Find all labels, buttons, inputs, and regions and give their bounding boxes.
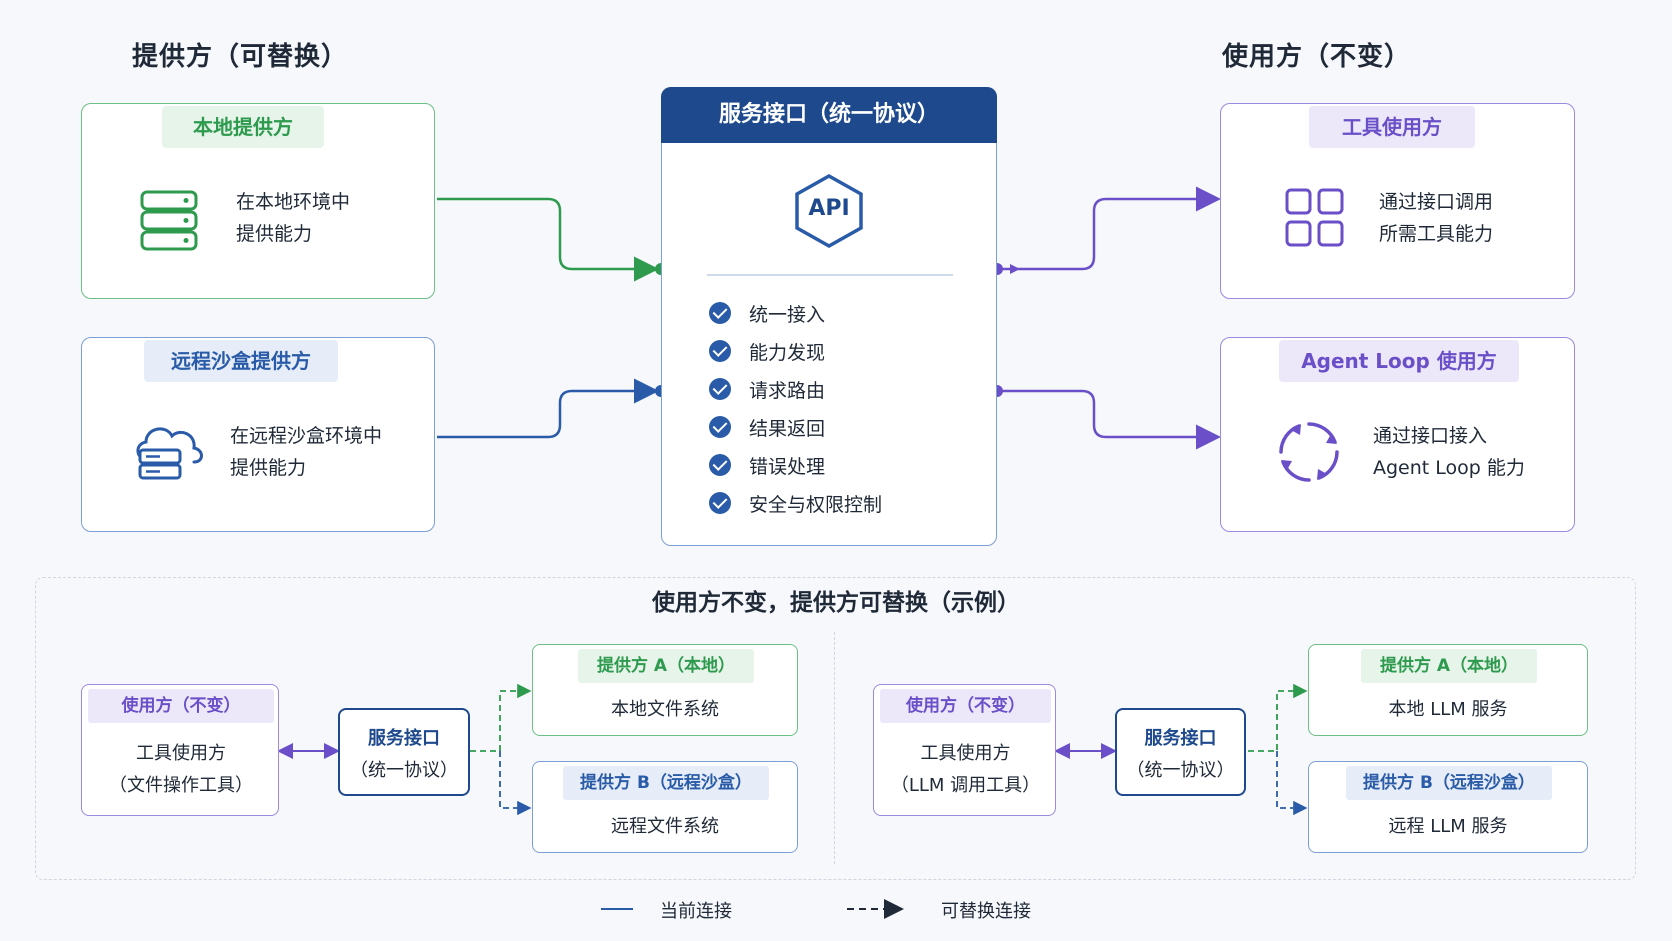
remote-provider-tag: 远程沙盒提供方 xyxy=(144,340,338,382)
example-left-provider-b: 提供方 B（远程沙盒） 远程文件系统 xyxy=(532,761,798,853)
example-right-provider-a-tag: 提供方 A（本地） xyxy=(1361,649,1537,683)
example-left-provider-b-text: 远程文件系统 xyxy=(611,816,719,837)
example-right-provider-a-text: 本地 LLM 服务 xyxy=(1388,699,1508,720)
example-left-service: 服务接口 （统一协议） xyxy=(338,708,470,796)
local-provider-line1: 在本地环境中 xyxy=(236,191,351,213)
example-divider xyxy=(834,632,835,864)
check-circle-icon xyxy=(709,378,731,400)
remote-provider-line2: 提供能力 xyxy=(230,457,307,479)
agent-connector xyxy=(997,389,1221,450)
tool-consumer-line1: 通过接口调用 xyxy=(1379,191,1494,213)
example-left-consumer-line1: 工具使用方 xyxy=(136,743,226,764)
check-circle-icon xyxy=(709,340,731,362)
feature-item: 安全与权限控制 xyxy=(709,484,882,522)
api-hexagon-icon xyxy=(795,173,863,249)
example-left-provider-b-tag: 提供方 B（远程沙盒） xyxy=(563,766,769,800)
tool-consumer-line2: 所需工具能力 xyxy=(1379,223,1494,245)
example-right-consumer-line1: 工具使用方 xyxy=(920,743,1011,764)
legend-replaceable: 可替换连接 xyxy=(941,901,1031,922)
example-right-provider-b: 提供方 B（远程沙盒） 远程 LLM 服务 xyxy=(1308,761,1588,853)
example-title: 使用方不变，提供方可替换（示例） xyxy=(652,590,1020,616)
api-badge-label: API xyxy=(808,196,850,221)
check-circle-icon xyxy=(709,454,731,476)
tool-consumer-card: 工具使用方 通过接口调用 所需工具能力 xyxy=(1220,103,1575,299)
local-provider-tag: 本地提供方 xyxy=(162,106,324,148)
example-right-consumer-tag: 使用方（不变） xyxy=(880,689,1051,723)
check-circle-icon xyxy=(709,416,731,438)
grid-icon xyxy=(1285,188,1344,247)
example-left-provider-a: 提供方 A（本地） 本地文件系统 xyxy=(532,644,798,736)
example-left-provider-a-text: 本地文件系统 xyxy=(611,699,719,720)
example-left-service-line1: 服务接口 xyxy=(368,728,440,749)
example-section xyxy=(35,577,1636,880)
tool-connector xyxy=(1002,186,1221,271)
consumers-heading: 使用方（不变） xyxy=(1222,42,1412,72)
example-right-service-line2: （统一协议） xyxy=(1126,760,1235,781)
example-left-provider-a-tag: 提供方 A（本地） xyxy=(578,649,754,683)
service-interface-card: 服务接口（统一协议） API 统一接入 能力发现 请求路由 结果返回 错误处理 … xyxy=(661,87,997,546)
example-right-consumer: 使用方（不变） 工具使用方 （LLM 调用工具） xyxy=(873,684,1056,816)
feature-item: 统一接入 xyxy=(709,294,882,332)
legend-current: 当前连接 xyxy=(660,901,732,922)
example-left-consumer: 使用方（不变） 工具使用方 （文件操作工具） xyxy=(81,684,279,816)
local-provider-line2: 提供能力 xyxy=(236,223,313,245)
remote-connector xyxy=(437,378,659,439)
agent-loop-consumer-line2: Agent Loop 能力 xyxy=(1373,457,1525,479)
feature-item: 请求路由 xyxy=(709,370,882,408)
example-right-provider-b-text: 远程 LLM 服务 xyxy=(1388,816,1508,837)
feature-item: 错误处理 xyxy=(709,446,882,484)
example-left-service-line2: （统一协议） xyxy=(350,760,458,781)
feature-list: 统一接入 能力发现 请求路由 结果返回 错误处理 安全与权限控制 xyxy=(709,294,882,522)
local-connector xyxy=(437,197,659,282)
agent-loop-consumer-tag: Agent Loop 使用方 xyxy=(1279,340,1519,382)
providers-heading: 提供方（可替换） xyxy=(132,42,349,72)
example-left-consumer-tag: 使用方（不变） xyxy=(88,689,274,723)
divider xyxy=(707,274,953,276)
example-right-service-line1: 服务接口 xyxy=(1144,728,1217,749)
remote-provider-line1: 在远程沙盒环境中 xyxy=(230,425,383,447)
local-provider-card: 本地提供方 在本地环境中 提供能力 xyxy=(81,103,435,299)
agent-loop-consumer-line1: 通过接口接入 xyxy=(1373,425,1488,447)
cloud-server-icon xyxy=(136,427,203,480)
agent-loop-consumer-card: Agent Loop 使用方 通过接口接入 Agent Loop 能力 xyxy=(1220,337,1575,532)
example-right-provider-a: 提供方 A（本地） 本地 LLM 服务 xyxy=(1308,644,1588,736)
example-right-consumer-line2: （LLM 调用工具） xyxy=(890,775,1041,796)
loop-icon xyxy=(1279,422,1339,482)
remote-provider-card: 远程沙盒提供方 在远程沙盒环境中 提供能力 xyxy=(81,337,435,532)
feature-item: 结果返回 xyxy=(709,408,882,446)
check-circle-icon xyxy=(709,302,731,324)
example-right-service: 服务接口 （统一协议） xyxy=(1115,708,1246,796)
example-left-consumer-line2: （文件操作工具） xyxy=(109,775,253,796)
feature-item: 能力发现 xyxy=(709,332,882,370)
example-right-provider-b-tag: 提供方 B（远程沙盒） xyxy=(1346,766,1552,800)
check-circle-icon xyxy=(709,492,731,514)
server-icon xyxy=(140,190,198,251)
tool-consumer-tag: 工具使用方 xyxy=(1309,106,1475,148)
service-interface-title: 服务接口（统一协议） xyxy=(661,87,997,143)
